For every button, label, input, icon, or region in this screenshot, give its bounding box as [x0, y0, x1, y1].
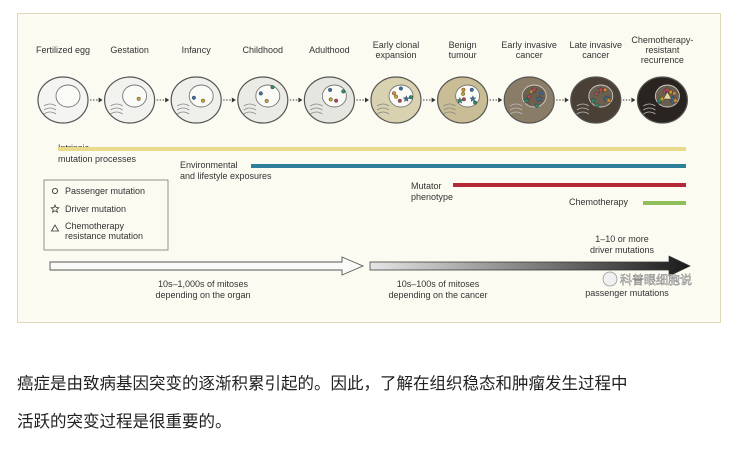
passenger-symbol-icon	[51, 187, 59, 195]
stage-label-0: Fertilized egg	[36, 45, 90, 55]
figure-canvas: Fertilized egg Gestation Infancy Childhood A…	[36, 35, 693, 300]
cell-stage-4	[303, 76, 355, 124]
legend-label-0: Passenger mutation	[65, 186, 145, 196]
watermark-logo-icon	[602, 271, 618, 287]
watermark: 科普眼细胞说	[602, 271, 692, 287]
caption-line-1: 癌症是由致病基因突变的逐渐积累引起的。因此，了解在组织稳态和肿瘤发生过程中	[17, 374, 628, 393]
driver-symbol-icon	[50, 204, 60, 214]
cell-stage-2	[170, 76, 222, 124]
legend-label-1: Driver mutation	[65, 204, 126, 214]
process-bar-3	[643, 201, 686, 205]
cell-stage-7	[503, 76, 555, 124]
stage-label-3: Childhood	[243, 45, 284, 55]
process-bar-1	[251, 164, 686, 168]
legend-box	[43, 179, 169, 251]
stage-label-1: Gestation	[110, 45, 149, 55]
mutation-timeline-figure: Fertilized egg Gestation Infancy Childhood A…	[17, 13, 721, 323]
process-label-3: Chemotherapy	[569, 197, 629, 207]
cell-stage-1	[103, 76, 156, 124]
cell-stage-6	[437, 76, 489, 124]
cell-stage-9	[636, 76, 689, 124]
timeline-arrow-cancer	[369, 255, 691, 277]
cell-stage-5	[370, 76, 422, 124]
process-label-0: Intrinsicmutation processes	[58, 143, 137, 164]
resistance-symbol-icon	[50, 224, 60, 232]
timeline-arrow-normal	[49, 256, 365, 276]
stage-label-4: Adulthood	[309, 45, 350, 55]
caption-line-2: 活跃的突变过程是很重要的。	[17, 412, 232, 431]
process-bar-0	[58, 147, 686, 151]
cell-stage-3	[237, 76, 289, 124]
watermark-text: 科普眼细胞说	[620, 272, 692, 287]
cell-stage-0	[37, 76, 89, 124]
passenger-mutations-note: passenger mutations	[585, 288, 669, 298]
process-bar-2	[453, 183, 686, 187]
cell-stage-8	[570, 76, 622, 124]
stage-label-2: Infancy	[182, 45, 212, 55]
